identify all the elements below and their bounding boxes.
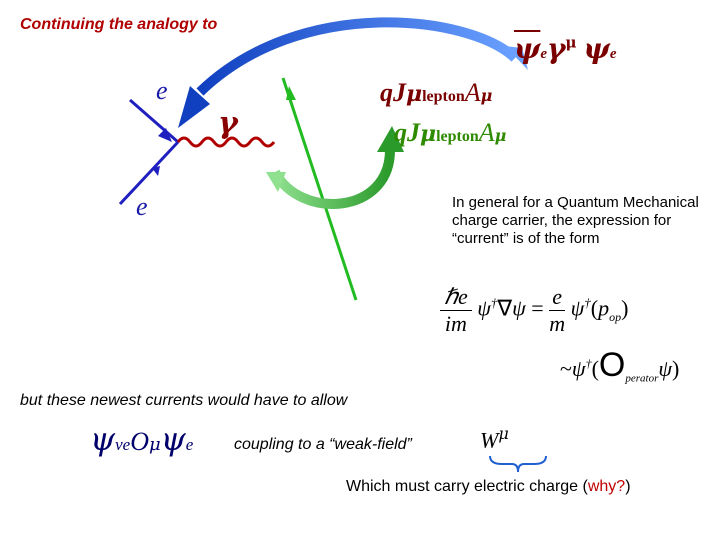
heading: Continuing the analogy to — [20, 16, 218, 33]
explanation-paragraph: In general for a Quantum Mechanical char… — [452, 194, 699, 247]
green-curved-arrow — [270, 149, 395, 209]
blue-arrowhead — [178, 86, 210, 128]
current-formula: ℏe im ψ†∇ψ = e m ψ†(pop) — [440, 284, 628, 337]
label-e-bottom: e — [136, 192, 148, 221]
blue-curved-arrow — [196, 17, 519, 96]
green-arrowhead-tail — [266, 172, 286, 192]
w-field: Wμ — [480, 424, 509, 453]
em-current: ψeγμ ψe — [514, 32, 617, 65]
bottom-text: but these newest currents would have to … — [20, 392, 348, 409]
operator-formula: ~ψ†(Operatorψ) — [560, 346, 680, 385]
electron-arrow-lower — [152, 166, 160, 176]
weak-current: ψνeOμψe — [90, 420, 194, 458]
blue-arrowhead-top — [505, 46, 528, 70]
electron-arrow-upper — [158, 128, 172, 142]
current-green: qJμleptonAμ — [394, 118, 507, 147]
label-e-top: e — [156, 76, 168, 105]
green-arrowhead — [377, 126, 404, 152]
question-text: Which must carry electric charge (why?) — [346, 478, 631, 495]
green-arrow-upper — [286, 86, 296, 100]
label-gamma: γ — [218, 106, 238, 141]
green-fermion-line — [281, 77, 358, 301]
current-maroon: qJμleptonAμ — [380, 78, 493, 107]
photon-line — [176, 136, 276, 148]
why-text: why? — [587, 478, 626, 495]
electron-line-lower — [118, 140, 180, 206]
coupling-text: coupling to a “weak-field” — [234, 436, 412, 453]
psi-bar: ψ — [514, 32, 541, 65]
electron-line — [129, 98, 179, 144]
underbrace — [489, 455, 547, 473]
